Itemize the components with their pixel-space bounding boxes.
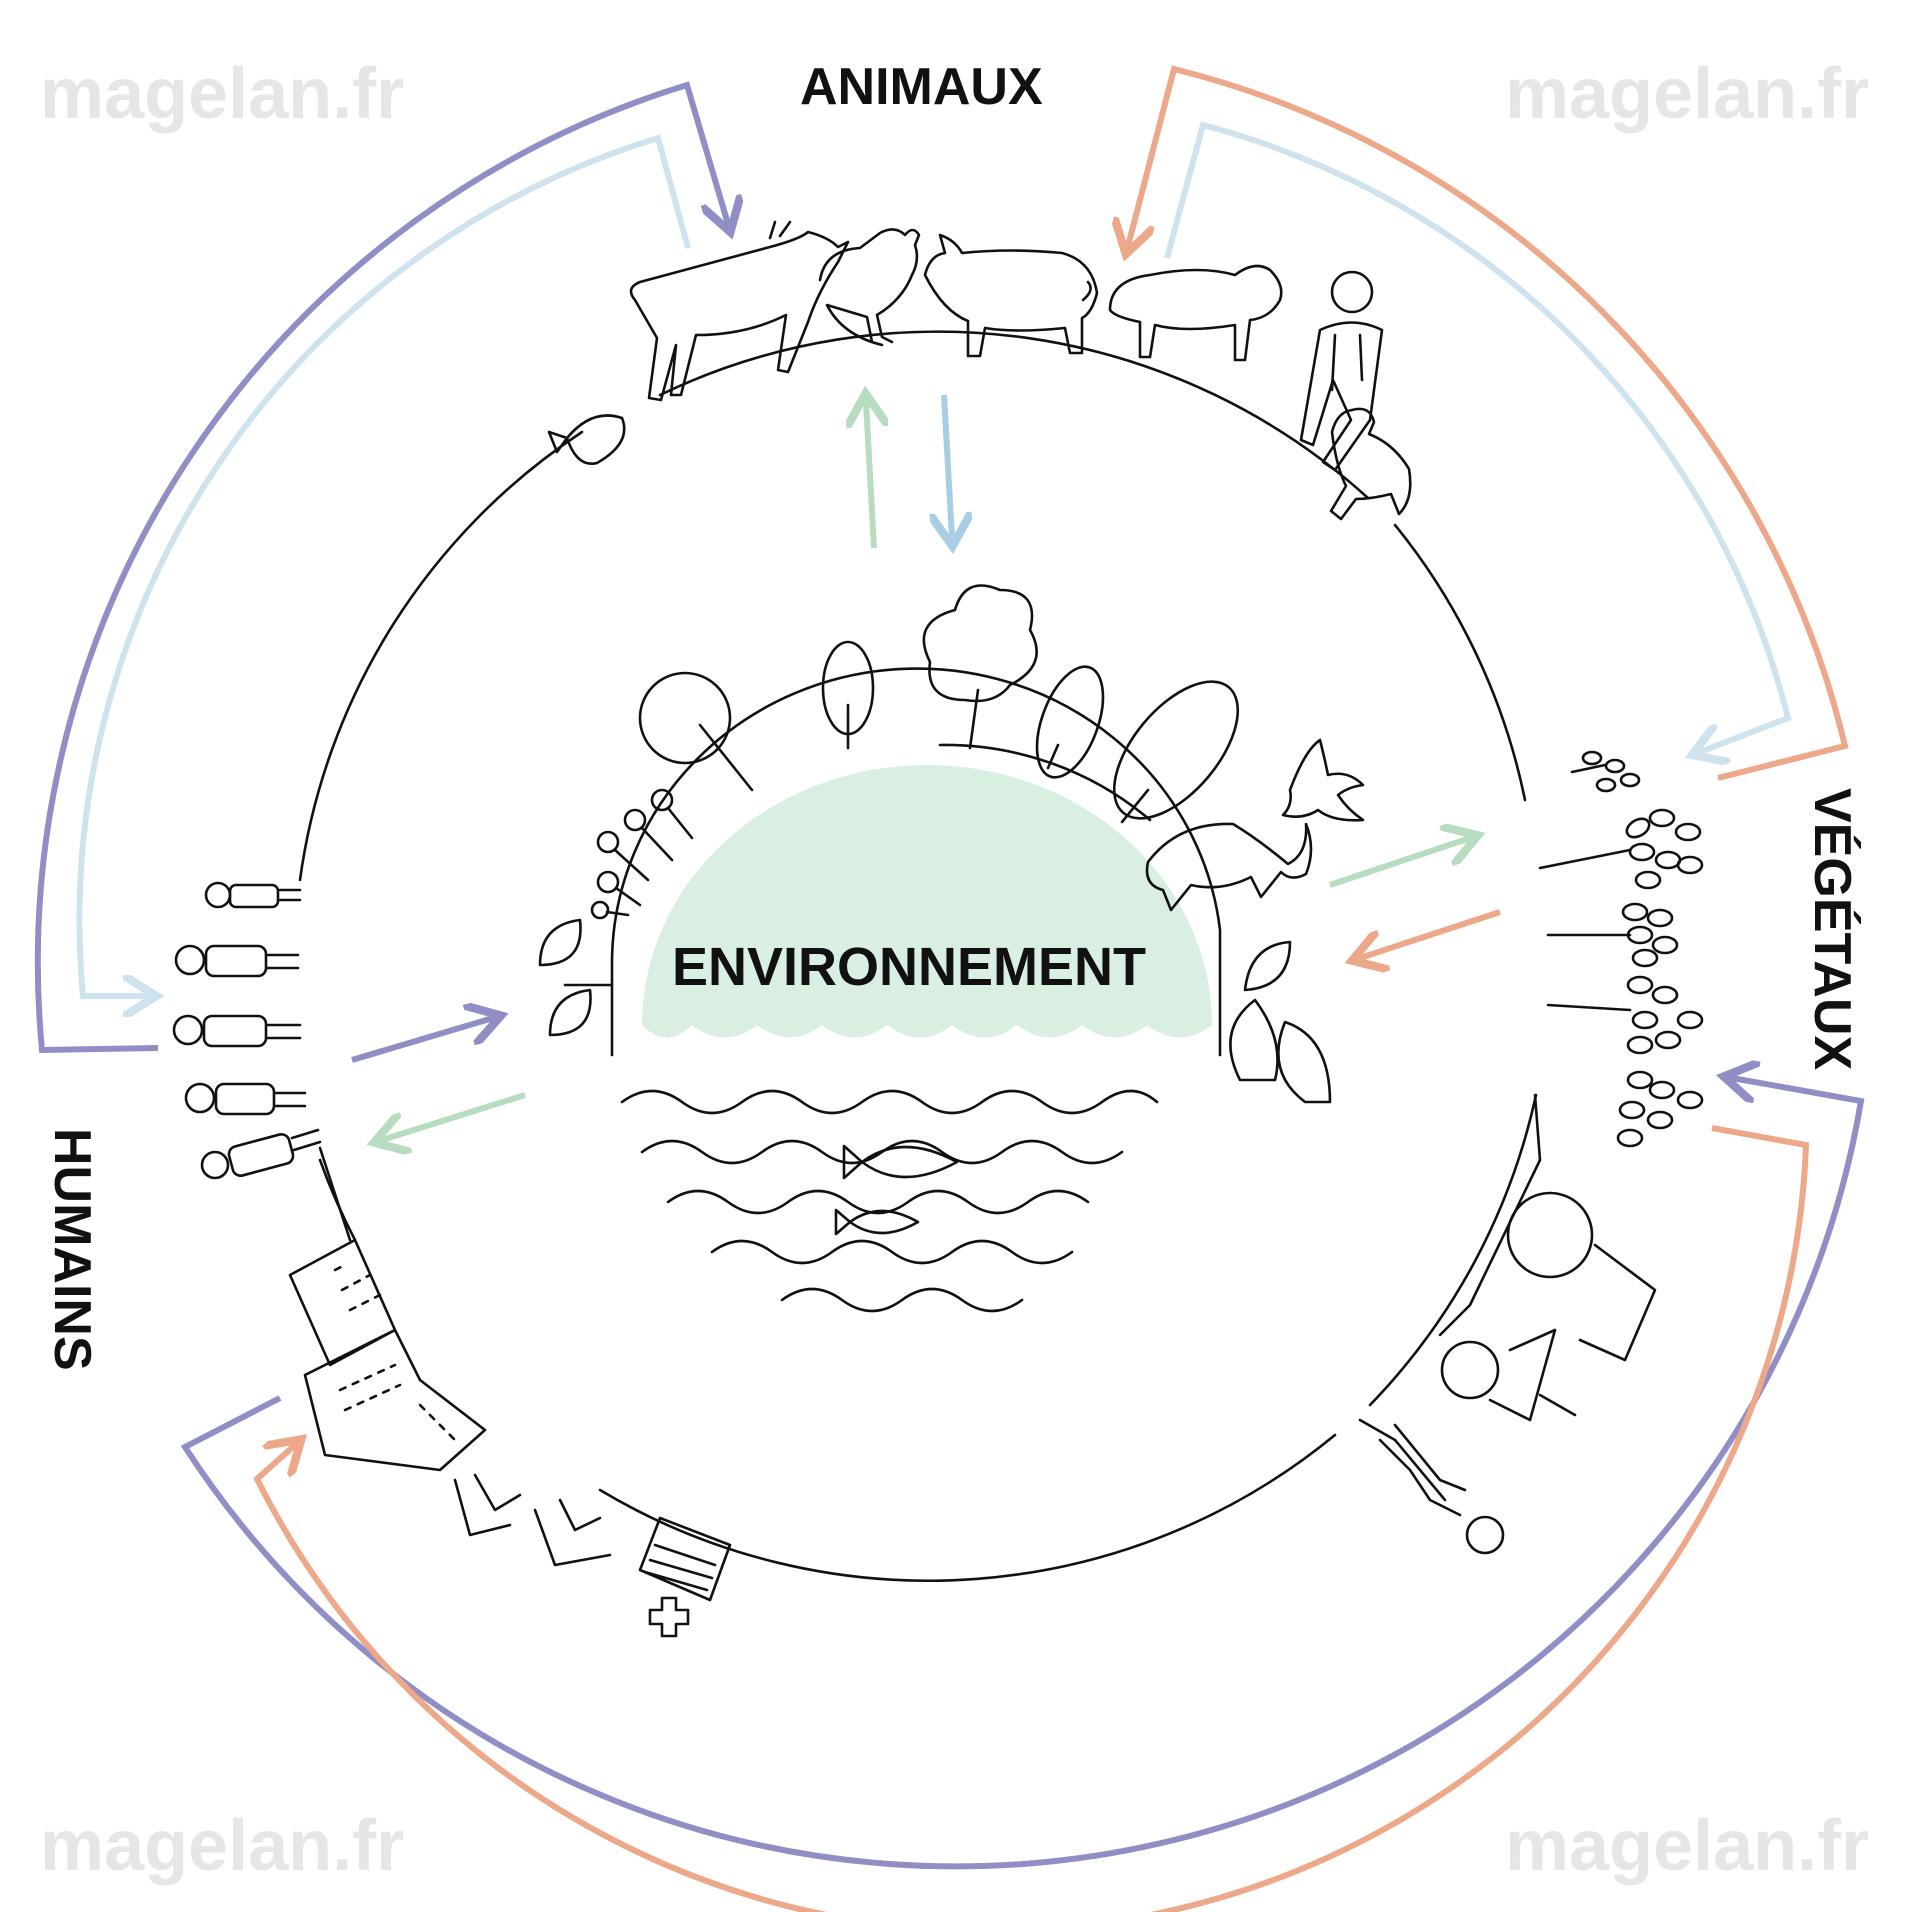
arrow-plants-to-env (1360, 909, 1501, 958)
arc-animals-to-humans (76, 134, 691, 996)
watermark: magelan.fr (40, 1806, 404, 1886)
city-buildings-icon (288, 1146, 612, 1567)
environment-title: ENVIRONNEMENT (672, 937, 1146, 997)
label-animaux: ANIMAUX (800, 58, 1043, 116)
arrow-env-to-plants (1329, 838, 1470, 888)
environment-dome-outline (610, 667, 1222, 1057)
label-vegetaux: VÉGÉTAUX (1803, 788, 1861, 1071)
environment-group: ENVIRONNEMENT (538, 584, 1365, 1313)
environment-dome (642, 765, 1212, 1038)
animals-group (547, 220, 1412, 521)
deer-icon (1145, 822, 1313, 912)
arrow-animals-to-env (944, 394, 952, 538)
circle-arc-animals (658, 330, 1370, 500)
main-circle (298, 330, 1538, 1582)
cow-icon (629, 220, 850, 402)
trees-icon (638, 584, 1240, 824)
arrow-env-to-humans (382, 1092, 526, 1140)
arc-animals-to-plants (1164, 121, 1792, 752)
watermark: magelan.fr (1505, 1806, 1869, 1886)
inner-arrows (351, 394, 1501, 1140)
outer-arcs (34, 65, 1865, 1912)
sprouting-seeds-icon (1538, 750, 1704, 1148)
water-waves-icon (620, 1089, 1159, 1313)
leaves-icon (538, 918, 1332, 1104)
seedlings-icon (590, 788, 694, 920)
dog-icon (1329, 407, 1412, 521)
rooster-icon (818, 228, 921, 347)
humans-group (172, 881, 1657, 1638)
farmer-icon (1299, 270, 1384, 472)
plants-group (1538, 750, 1704, 1148)
circle-arc-bottom (598, 1433, 1337, 1582)
people-group-icon (172, 881, 322, 1180)
arc-humans-to-animals (34, 81, 728, 1054)
circle-arc-left-top (298, 430, 584, 882)
circle-arc-right-top (1393, 523, 1527, 802)
arrow-env-to-animals (866, 402, 874, 549)
circle-arc-right-bottom (1368, 1093, 1538, 1407)
label-humains: HUMAINS (43, 1128, 101, 1371)
swimming-fish-icon (834, 1144, 959, 1236)
arc-humans-to-plants (180, 1078, 1865, 1870)
arrow-humans-to-env (351, 1018, 493, 1063)
sheep-icon (1108, 264, 1283, 362)
watermark: magelan.fr (1505, 54, 1869, 134)
doctor-lab-icon (1358, 1093, 1657, 1555)
watermark: magelan.fr (40, 54, 404, 134)
arc-plants-to-humans (253, 1125, 1810, 1912)
bat-icon (1281, 738, 1365, 822)
pig-icon (923, 233, 1099, 358)
arc-plants-to-animals (1128, 65, 1849, 781)
hospital-icon (638, 1516, 732, 1638)
fish-icon (547, 414, 626, 465)
